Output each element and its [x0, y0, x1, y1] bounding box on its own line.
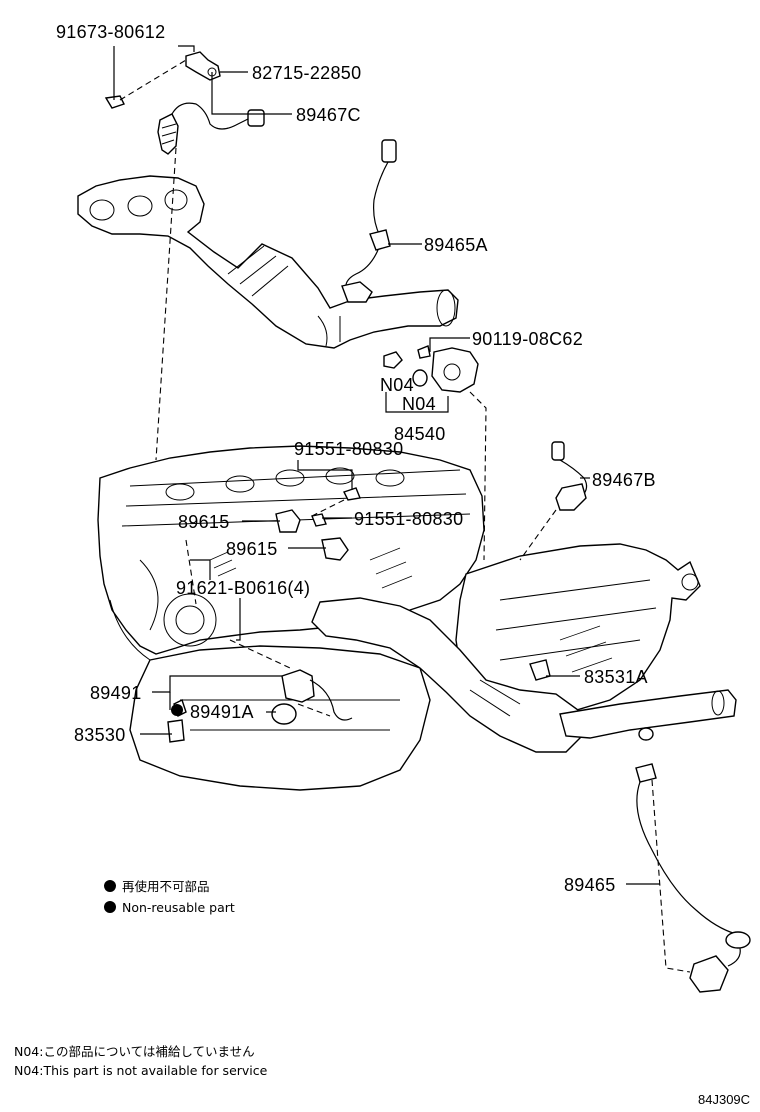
label-91551-80830-upper[interactable]: 91551-80830 [294, 439, 403, 459]
legend-text-en: Non-reusable part [122, 900, 235, 915]
label-89467b[interactable]: 89467B [592, 470, 656, 490]
exhaust-pipe-front [311, 597, 583, 753]
leader-lines [113, 45, 660, 885]
knock-sensor-89615-lower [321, 487, 361, 561]
label-90119-08c62[interactable]: 90119-08C62 [472, 329, 583, 349]
oil-pan [129, 645, 431, 791]
engine-block [97, 445, 485, 661]
label-91621-b0616[interactable]: 91621-B0616(4) [176, 578, 310, 598]
label-n04-lower[interactable]: N04 [402, 394, 436, 414]
exhaust-manifold [77, 175, 459, 349]
switch-assembly-84540 [383, 345, 479, 393]
label-84540[interactable]: 84540 [394, 424, 446, 444]
label-89615-upper[interactable]: 89615 [178, 512, 230, 532]
oxygen-sensor-89465a [341, 139, 397, 303]
non-reusable-marker [171, 704, 183, 716]
label-89615-lower[interactable]: 89615 [226, 539, 278, 559]
label-89465[interactable]: 89465 [564, 875, 616, 895]
label-91551-80830-lower[interactable]: 91551-80830 [354, 509, 463, 529]
note-en: N04:This part is not available for servi… [14, 1063, 268, 1078]
alignment-lines [119, 59, 691, 973]
legend: 再使用不可部品 Non-reusable part [104, 879, 235, 915]
oxygen-sensor-89465 [635, 763, 751, 993]
exhaust-pipe-rear [559, 689, 737, 741]
oxygen-sensor-89467b [551, 441, 588, 511]
label-82715-22850[interactable]: 82715-22850 [252, 63, 361, 83]
label-89491a[interactable]: 89491A [190, 702, 254, 722]
label-89465a[interactable]: 89465A [424, 235, 488, 255]
legend-dot-jp [104, 880, 116, 892]
label-83530[interactable]: 83530 [74, 725, 126, 745]
label-89491[interactable]: 89491 [90, 683, 142, 703]
legend-text-jp: 再使用不可部品 [122, 879, 210, 894]
legend-dot-en [104, 901, 116, 913]
transmission [455, 543, 701, 717]
knock-sensor-89615-upper [275, 509, 327, 533]
note-jp: N04:この部品については補給していません [14, 1044, 255, 1059]
label-89467c[interactable]: 89467C [296, 105, 361, 125]
label-91673-80612[interactable]: 91673-80612 [56, 22, 165, 42]
oxygen-sensor-89467c [104, 51, 265, 155]
label-83531a[interactable]: 83531A [584, 667, 648, 687]
label-n04-upper[interactable]: N04 [380, 375, 414, 395]
diagram-code: 84J309C [698, 1092, 750, 1107]
